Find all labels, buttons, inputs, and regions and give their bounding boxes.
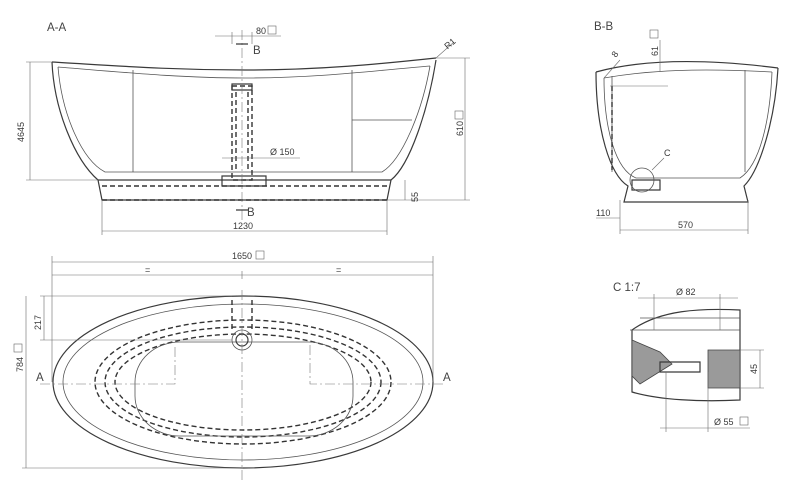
tub-outer-profile bbox=[51, 59, 437, 201]
section-bb-title: B-B bbox=[594, 21, 614, 33]
dim-d82: Ø 82 bbox=[676, 287, 696, 297]
detail-c-marker bbox=[629, 167, 655, 193]
dim-d150: Ø 150 bbox=[270, 147, 295, 157]
plan-outer-rim bbox=[52, 295, 434, 469]
dim-217: 217 bbox=[33, 315, 43, 330]
plan-inner-rim bbox=[62, 303, 424, 461]
detail-c-outline bbox=[631, 308, 741, 402]
dim-equal-left: = bbox=[145, 265, 150, 275]
plan-basin-dashed bbox=[94, 319, 392, 445]
dim-55: 55 bbox=[410, 192, 420, 202]
cut-label-b-bottom: B bbox=[247, 207, 255, 219]
plan-basin-floor bbox=[134, 341, 354, 437]
dim-1650: 1650 bbox=[232, 251, 252, 261]
drain-body bbox=[221, 175, 267, 187]
dim-784: 784 bbox=[15, 357, 25, 372]
dim-4645: 4645 bbox=[16, 122, 26, 142]
dim-570: 570 bbox=[678, 220, 693, 230]
dim-110: 110 bbox=[596, 208, 610, 218]
dim-1230: 1230 bbox=[233, 221, 253, 231]
cut-label-b-top: B bbox=[253, 45, 261, 57]
section-aa-view: A-A B B 80 R1 bbox=[16, 22, 470, 235]
bb-inner-profile bbox=[603, 71, 773, 179]
detail-c-view: C 1:7 Ø 82 45 Ø 55 bbox=[613, 282, 764, 432]
dim-d55: Ø 55 bbox=[714, 417, 734, 427]
cut-label-a-left: A bbox=[36, 372, 44, 384]
section-aa-title: A-A bbox=[47, 22, 67, 34]
dim-8: 8 bbox=[609, 49, 620, 59]
tub-rim-inner bbox=[57, 65, 431, 79]
detail-c-hatch-right bbox=[707, 349, 741, 389]
section-aa-cut-line bbox=[40, 345, 445, 385]
plan-view: A A 1650 = = 217 784 bbox=[13, 250, 451, 480]
cut-label-a-right: A bbox=[443, 372, 451, 384]
section-bb-view: B-B C 8 61 110 570 bbox=[594, 21, 779, 234]
tub-rim bbox=[51, 57, 437, 71]
dim-r1: R1 bbox=[442, 36, 457, 51]
detail-c-marker-label: C bbox=[664, 148, 671, 158]
overflow-head bbox=[231, 83, 253, 91]
dim-45: 45 bbox=[749, 364, 759, 374]
detail-c-title: C 1:7 bbox=[613, 282, 641, 294]
dim-80: 80 bbox=[256, 26, 266, 36]
dim-61: 61 bbox=[650, 46, 660, 56]
bb-outer-profile bbox=[595, 67, 779, 203]
dim-equal-right: = bbox=[336, 265, 341, 275]
detail-c-hatch-left bbox=[631, 339, 673, 385]
dim-610: 610 bbox=[455, 121, 465, 136]
tub-inner-profile bbox=[57, 65, 431, 173]
